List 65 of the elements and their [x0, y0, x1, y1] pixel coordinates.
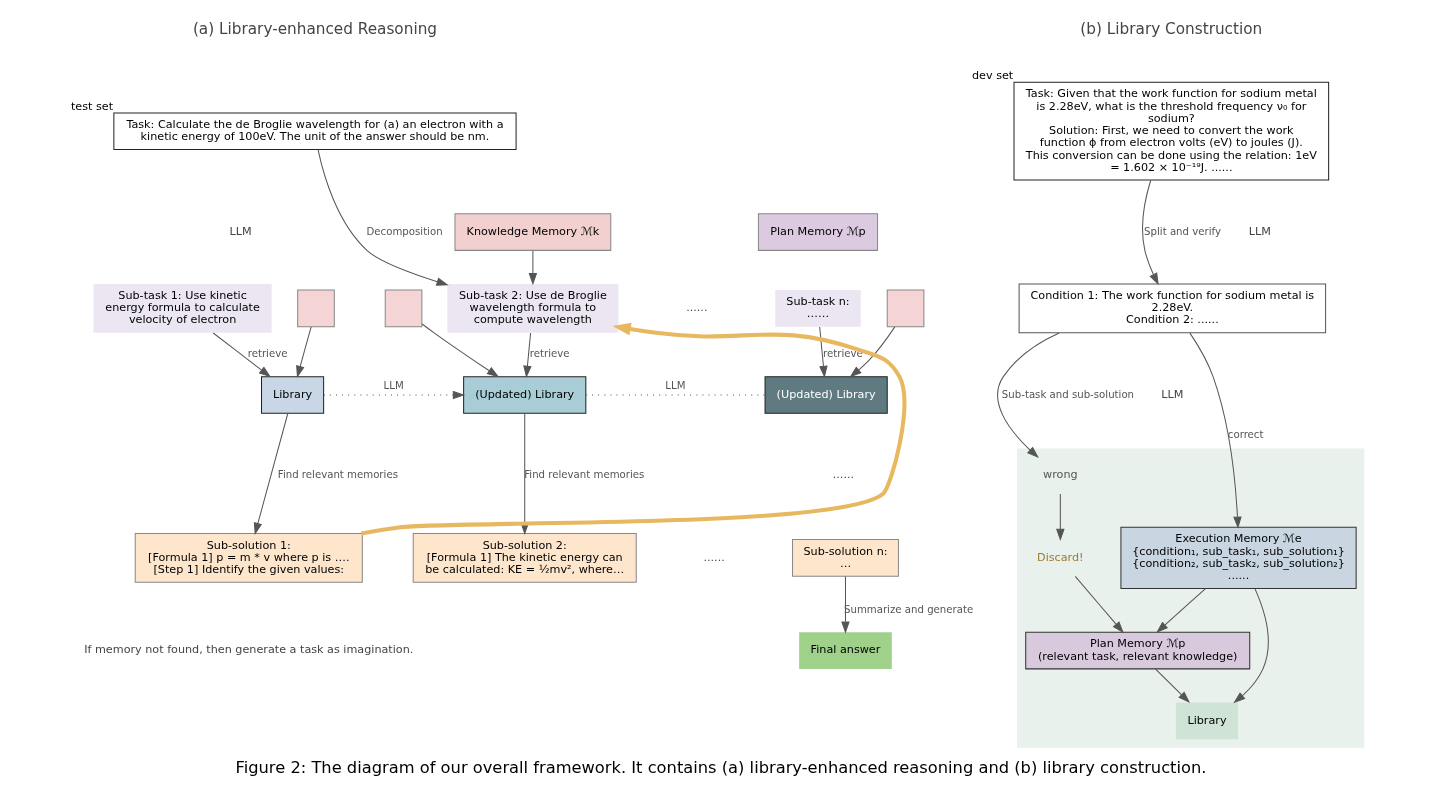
node-box: Sub-task n: ……	[774, 290, 861, 327]
node-box: Sub-task 2: Use de Broglie wavelength formula to compute wavelength	[446, 283, 618, 333]
node-box: Sub-solution 2: [Formula 1] The kinetic energy can be calculated: KE = ½mv², where…	[412, 532, 637, 583]
node-box: Sub-task 1: Use kinetic energy formula to calculate velocity of electron	[93, 283, 272, 333]
arrow	[212, 332, 271, 378]
label: LLM	[229, 224, 252, 238]
label: If memory not found, then generate a task as imagination.	[83, 643, 413, 657]
node-box: Condition 1: The work function for sodium metal is 2.28eV. Condition 2: ......	[1018, 283, 1326, 334]
arrow	[322, 390, 465, 400]
edge-label: retrieve	[247, 348, 287, 360]
node-box: Library	[1175, 702, 1238, 740]
arrow	[253, 413, 288, 535]
label: LLM	[1160, 387, 1183, 401]
node-label: dev set	[971, 69, 1013, 83]
arrow	[1141, 179, 1159, 286]
node-box: Knowledge Memory ℳk	[453, 213, 611, 251]
node-box: (Updated) Library	[462, 376, 586, 414]
edge-label: Sub-task and sub-solution	[1001, 388, 1134, 400]
caption: Figure 2: The diagram of our overall framework. It contains (a) library-enhanced reasoning and (b) library construction.	[235, 757, 1206, 777]
arrow	[421, 323, 499, 378]
arrow	[1055, 493, 1065, 541]
label: ......	[702, 550, 725, 564]
node-box: Library	[260, 376, 324, 414]
node-box	[886, 289, 924, 328]
label: LLM	[1248, 224, 1271, 238]
node-box: Plan Memory ℳp	[757, 213, 878, 251]
node-box: Sub-solution n: …	[791, 539, 899, 577]
label: ......	[685, 301, 707, 315]
node-box: Task: Given that the work function for sodium metal is 2.28eV, what is the threshold frequency ν₀ for sodium? Solution: First, we need to convert the work function ϕ from electron volts (eV) to joules (J). This conversion can be done using the relation: 1eV = 1.602 × 10⁻¹⁹J. ......	[1013, 81, 1329, 181]
edge-label: LLM	[383, 379, 404, 391]
edge-label: retrieve	[529, 348, 570, 360]
arrow	[1074, 575, 1124, 634]
node-text: wrong	[1042, 468, 1078, 482]
arrow	[1155, 588, 1206, 633]
node-box: Task: Calculate the de Broglie wavelength for (a) an electron with a kinetic energy of 100eV. The unit of the answer should be nm.	[112, 112, 517, 151]
edge-label: LLM	[664, 379, 685, 391]
label: (a) Library-enhanced Reasoning	[192, 19, 437, 38]
edge-label: Decomposition	[366, 225, 443, 237]
edge-label: Find relevant memories	[277, 468, 398, 480]
node-box	[296, 289, 335, 328]
arrow	[996, 332, 1060, 459]
node-text: Discard!	[1036, 550, 1084, 564]
arrow	[522, 332, 532, 378]
edge-label: correct	[1227, 428, 1263, 440]
arrow	[1232, 588, 1269, 704]
label: ......	[832, 468, 854, 482]
node-box	[384, 289, 422, 328]
arrow	[849, 326, 895, 378]
edge-label: Find relevant memories	[523, 468, 644, 480]
node-box: Sub-solution 1: [Formula 1] p = m * v where p is …. [Step 1] Identify the given values:	[134, 532, 363, 583]
arrow	[528, 250, 537, 286]
arrow	[317, 149, 449, 286]
arrow	[1188, 332, 1242, 529]
edge-label: retrieve	[822, 348, 863, 360]
node-box: Final answer	[798, 632, 892, 669]
arrow	[818, 326, 828, 378]
label: (b) Library Construction	[1079, 19, 1262, 38]
node-box: Execution Memory ℳe {condition₁, sub_task₁, sub_solution₁} {condition₂, sub_task₂, sub_solution₂} ......	[1119, 526, 1357, 589]
node-label: test set	[70, 99, 113, 113]
edge-label: Split and verify	[1143, 225, 1221, 237]
arrow	[840, 575, 850, 634]
node-box: (Updated) Library	[764, 376, 888, 414]
arrow	[1154, 668, 1190, 704]
node-box: Plan Memory ℳp (relevant task, relevant knowledge)	[1024, 631, 1250, 670]
arrow	[295, 326, 312, 378]
